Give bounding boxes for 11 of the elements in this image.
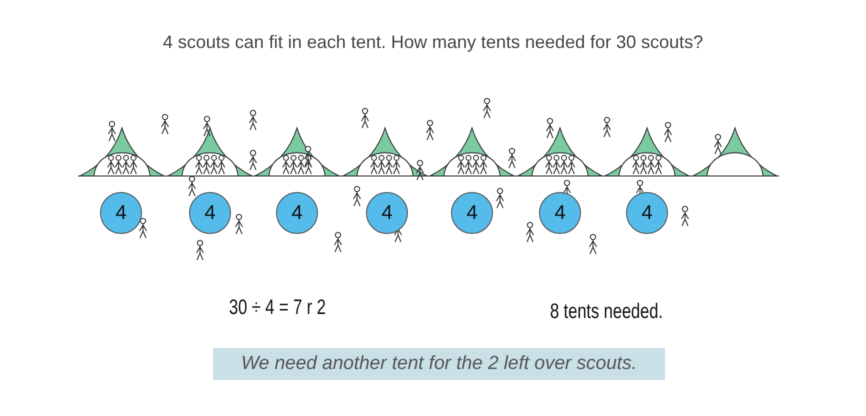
- number-circle: 4: [189, 192, 231, 234]
- number-circle: 4: [451, 192, 493, 234]
- number-circle: 4: [539, 192, 581, 234]
- number-circle: 4: [366, 192, 408, 234]
- answer-text: 8 tents needed.: [550, 300, 663, 324]
- number-circle: 4: [626, 192, 668, 234]
- conclusion-banner: We need another tent for the 2 left over scouts.: [213, 348, 665, 380]
- number-circle: 4: [100, 192, 142, 234]
- number-circle: 4: [276, 192, 318, 234]
- division-equation: 30 ÷ 4 = 7 r 2: [229, 296, 326, 320]
- title: 4 scouts can fit in each tent. How many tents needed for 30 scouts?: [162, 32, 704, 53]
